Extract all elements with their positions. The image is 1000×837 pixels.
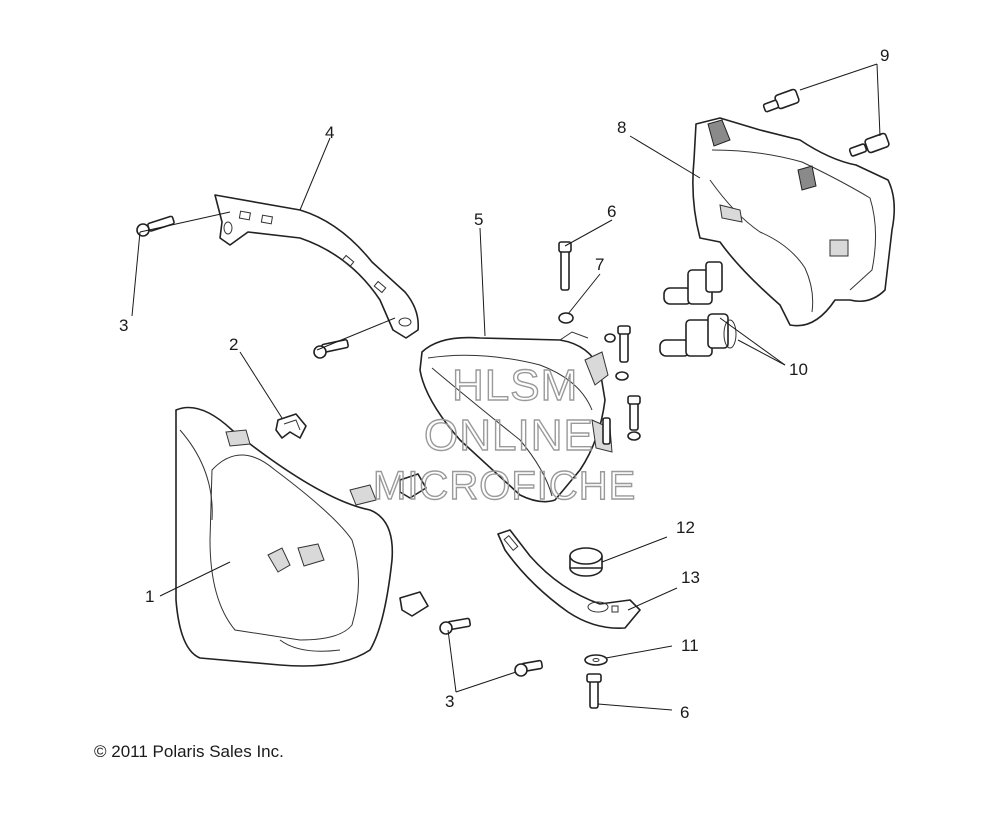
callout-12: 12	[676, 518, 695, 537]
washer-part	[584, 654, 608, 666]
leader-lines	[131, 63, 881, 711]
bolt-housing-top-part	[558, 241, 572, 291]
copyright-notice: © 2011 Polaris Sales Inc.	[94, 742, 284, 761]
watermark: HLSM ONLINE MICROFICHE	[372, 360, 636, 508]
callout-6-upper: 6	[607, 202, 616, 221]
callout-3-lower: 3	[445, 692, 454, 711]
bolt-housing-low-part	[602, 395, 641, 445]
callout-13: 13	[681, 568, 700, 587]
watermark-line-3: MICROFICHE	[373, 464, 636, 508]
bulb-lower-part	[659, 313, 737, 357]
rear-housing-part	[692, 117, 896, 327]
callout-4: 4	[325, 123, 334, 142]
socket-upper-part	[762, 88, 800, 113]
clip-right-part	[399, 473, 427, 499]
bulb-upper-part	[663, 261, 723, 305]
grommet-part	[569, 547, 603, 577]
upper-bracket-part	[214, 194, 420, 339]
bolt-upper-right-part	[313, 338, 349, 359]
callout-3-upper: 3	[119, 316, 128, 335]
callout-9: 9	[880, 46, 889, 65]
callout-5: 5	[474, 210, 483, 229]
callout-6-lower: 6	[680, 703, 689, 722]
bolt-bottom-part	[586, 673, 602, 709]
clip-part	[275, 413, 307, 439]
headlight-bezel-part	[175, 406, 394, 667]
bolt-housing-mid-part	[604, 325, 631, 381]
bolt-lower-a-part	[439, 617, 472, 635]
callout-8: 8	[617, 118, 626, 137]
callout-1: 1	[145, 587, 154, 606]
socket-lower-part	[848, 132, 890, 157]
bolt-lower-b-part	[514, 659, 544, 677]
callout-10: 10	[789, 360, 808, 379]
clip-lower-part	[399, 591, 429, 617]
callout-2: 2	[229, 335, 238, 354]
callout-7: 7	[595, 255, 604, 274]
watermark-line-1: HLSM	[452, 361, 578, 410]
callout-labels: 1 2 3 3 4 5 6 6 7 8 9 10 11 12 13	[119, 46, 889, 722]
watermark-line-2: ONLINE	[424, 411, 594, 460]
nut-part	[558, 312, 574, 324]
callout-11: 11	[681, 636, 699, 655]
lower-bracket-part	[497, 529, 641, 629]
